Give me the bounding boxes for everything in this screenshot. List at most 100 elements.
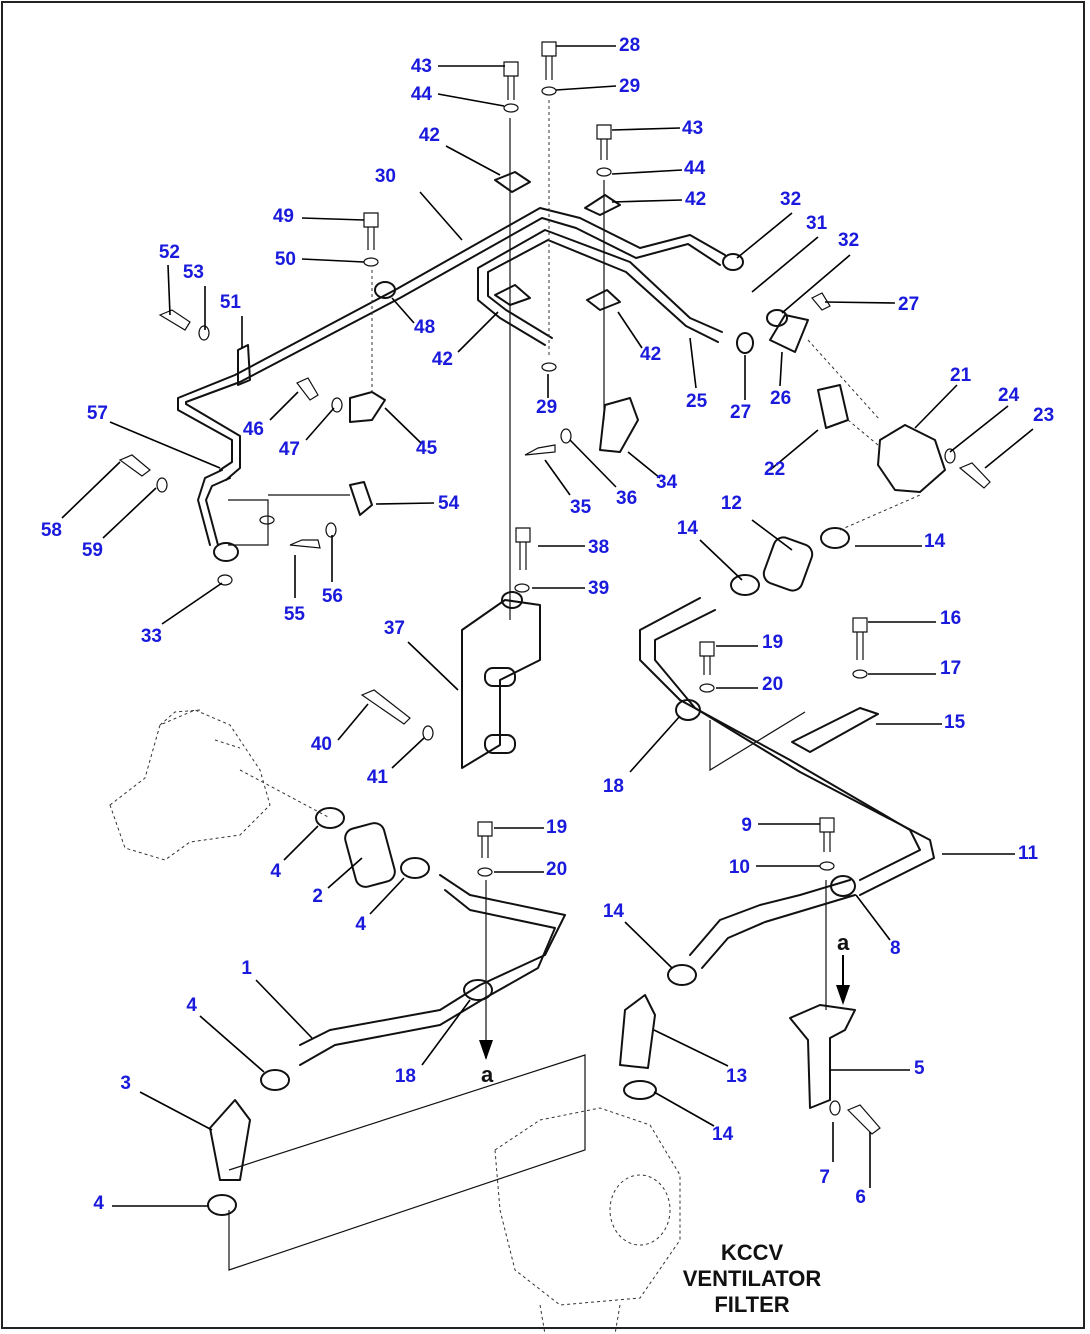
tube-57 (197, 469, 239, 562)
callout-leader-27 (824, 301, 896, 304)
callout-leader-12 (751, 519, 793, 551)
callout-leader-57 (109, 421, 221, 469)
callout-leader-40 (337, 703, 369, 741)
callout-label-37: 37 (384, 618, 405, 639)
callout-leader-30 (419, 191, 463, 241)
callout-leader-3 (139, 1091, 213, 1131)
callout-label-28: 28 (619, 35, 640, 56)
callout-label-30: 30 (375, 166, 396, 187)
callout-label-32: 32 (780, 189, 801, 210)
callout-leader-32 (781, 254, 851, 314)
callout-label-57: 57 (87, 403, 108, 424)
callout-leader-29 (555, 85, 617, 91)
callout-label-53: 53 (183, 262, 204, 283)
callout-label-36: 36 (616, 488, 637, 509)
callout-leader-42 (457, 311, 499, 353)
hose-3-and-13 (209, 314, 809, 1181)
callout-label-58: 58 (41, 520, 62, 541)
hose-2-and-12 (344, 536, 814, 888)
callout-label-41: 41 (367, 767, 389, 788)
callout-leader-8 (855, 894, 891, 941)
callout-leader-48 (391, 297, 415, 324)
bolts-and-washers (118, 41, 991, 1135)
callout-label-4: 4 (93, 1193, 104, 1214)
callout-leader-13 (653, 1029, 729, 1067)
callout-label-10: 10 (729, 857, 750, 878)
callout-leader-26 (779, 351, 783, 387)
callout-label-50: 50 (275, 249, 296, 270)
callout-leader-35 (544, 459, 571, 496)
callout-leader-50 (301, 258, 365, 263)
callout-label-2: 2 (312, 886, 323, 907)
hose-clamps (207, 253, 856, 1216)
callout-label-3: 3 (120, 1073, 131, 1094)
callout-label-8: 8 (890, 938, 901, 959)
callout-leader-14 (624, 921, 673, 969)
callout-leader-18 (629, 715, 681, 773)
callout-label-38: 38 (588, 537, 609, 558)
callout-label-11: 11 (1018, 843, 1039, 864)
callout-label-33: 33 (141, 626, 162, 647)
callout-label-25: 25 (686, 391, 708, 412)
callout-leader-47 (305, 407, 335, 441)
caption-line-2: VENTILATOR (683, 1266, 822, 1291)
callout-label-15: 15 (944, 712, 966, 733)
ventilator-21 (817, 384, 946, 493)
callout-label-43: 43 (682, 118, 703, 139)
callout-label-14: 14 (924, 531, 946, 552)
callout-leader-18 (421, 999, 471, 1066)
hose-1 (299, 874, 566, 1066)
callout-label-5: 5 (914, 1058, 925, 1079)
callout-label-4: 4 (186, 995, 197, 1016)
callout-label-39: 39 (588, 578, 609, 599)
callout-label-27: 27 (898, 294, 919, 315)
callout-label-29: 29 (536, 397, 557, 418)
callout-leader-1 (255, 979, 313, 1039)
callout-label-54: 54 (438, 493, 460, 514)
callout-label-19: 19 (762, 632, 783, 653)
callout-label-32: 32 (838, 230, 859, 251)
pointer-a-label: a (481, 1062, 494, 1087)
callout-label-40: 40 (311, 734, 332, 755)
callout-leader-22 (769, 429, 819, 471)
callout-label-44: 44 (411, 84, 433, 105)
breather-pipe-30 (177, 207, 726, 481)
callout-leader-44 (437, 93, 505, 107)
callout-label-26: 26 (770, 388, 791, 409)
callout-label-56: 56 (322, 586, 343, 607)
callout-label-14: 14 (603, 901, 625, 922)
callout-leader-21 (914, 384, 958, 429)
callout-label-22: 22 (764, 459, 785, 480)
callout-leader-43 (611, 127, 681, 131)
callout-label-42: 42 (640, 344, 661, 365)
callout-label-48: 48 (414, 317, 435, 338)
callout-label-42: 42 (419, 125, 440, 146)
callout-label-13: 13 (726, 1066, 747, 1087)
arrow-a-upper (479, 1040, 493, 1060)
callout-label-18: 18 (603, 776, 624, 797)
callout-label-46: 46 (243, 419, 264, 440)
callout-label-59: 59 (82, 540, 103, 561)
callout-label-20: 20 (546, 859, 567, 880)
callout-label-12: 12 (721, 493, 742, 514)
callout-label-17: 17 (940, 658, 961, 679)
caption-line-1: KCCV (721, 1240, 784, 1265)
callout-label-24: 24 (998, 385, 1020, 406)
callout-label-35: 35 (570, 497, 592, 518)
callout-label-29: 29 (619, 76, 640, 97)
callout-leader-42 (617, 311, 643, 349)
callout-label-21: 21 (950, 365, 972, 386)
callout-leader-25 (689, 337, 697, 389)
callout-leader-31 (751, 236, 819, 293)
callout-label-31: 31 (806, 213, 828, 234)
callout-leader-33 (161, 582, 223, 625)
callout-label-49: 49 (273, 206, 294, 227)
hose-11 (639, 597, 935, 896)
callout-leader-14 (699, 539, 743, 581)
callout-leader-34 (627, 451, 661, 479)
callout-label-52: 52 (159, 242, 180, 263)
callout-label-44: 44 (684, 158, 706, 179)
